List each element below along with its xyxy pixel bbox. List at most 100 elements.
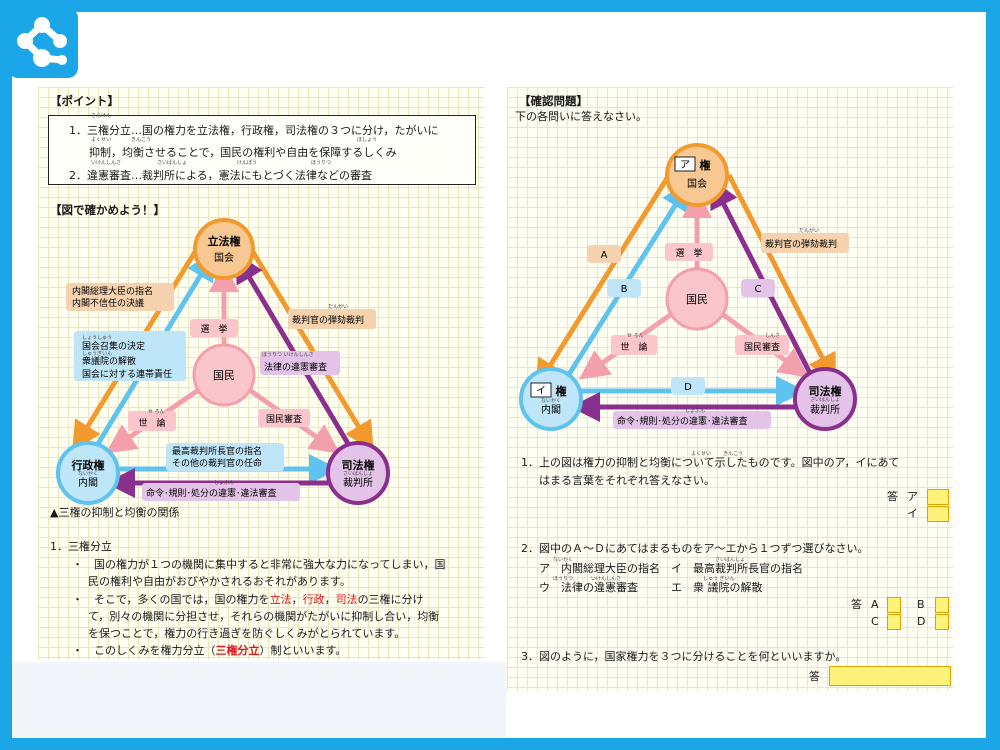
svg-text:イ: イ [536,386,546,397]
ruby: ほうりつ [553,576,574,582]
quiz-instruction: 下の各問いに答えなさい。 [515,110,647,123]
term-legislative: 立法 [269,593,292,606]
term-judicial: 司法 [335,593,358,606]
ruby: ほしょう [357,137,378,143]
svg-text:しょうしゅう: しょうしゅう [82,335,112,341]
svg-text:裁判所: 裁判所 [343,476,373,489]
ruby: さいばんしょ [715,557,746,563]
svg-text:裁判官の弾劾裁判: 裁判官の弾劾裁判 [765,238,837,250]
svg-text:ないかく: ないかく [541,397,561,404]
q1-answer-b-label: イ [907,507,918,520]
svg-text:権: 権 [700,158,711,172]
svg-text:世 論: 世 論 [620,341,647,353]
svg-text:しょぶん: しょぶん [214,480,234,486]
figure-title: 【図で確かめよう！】 [50,203,165,217]
ruby: いけんしんさ [591,576,622,582]
section1-line: ・ そこで，多くの国では，国の権力を立法，行政，司法の三権に分け [72,593,424,606]
svg-text:選 挙: 選 挙 [200,323,227,335]
ruby: けんぽう [237,160,258,166]
quiz-diagram: ア 権 国会 イ 権 ないかく 内閣 司法権 さいばんしょ 裁判所 国民 A B… [519,143,857,431]
svg-text:国会召集の決定: 国会召集の決定 [82,340,145,352]
quiz-label-orders-review [613,411,771,429]
quiz-label-a [587,245,621,263]
svg-text:さいばんしょ: さいばんしょ [810,396,840,403]
q1-answer-a-label: ア [907,490,918,503]
svg-text:ないかく: ないかく [78,470,98,477]
svg-text:国民審査: 国民審査 [266,413,302,425]
svg-text:行政権: 行政権 [71,458,105,472]
section1-line: ・ 国の権力が１つの機関に集中すると非常に強大な力になってしまい，国 [72,558,446,571]
svg-text:国民: 国民 [686,293,708,306]
node-people [192,343,256,407]
svg-text:司法権: 司法権 [809,384,842,398]
node-diet [193,218,255,280]
quiz-label-impeach [761,233,849,253]
ruby: よくせい [91,137,112,143]
ruby: ないかく [553,557,574,563]
quiz-label-b [607,279,641,297]
q1-answer-label: 答 [887,490,898,503]
label-cabinet-appoint [66,283,174,311]
q1-answer-a-input[interactable] [927,489,949,505]
q2-answer-a-input[interactable] [887,597,901,613]
svg-text:その他の裁判官の任命: その他の裁判官の任命 [172,457,262,469]
label-national-review [258,409,310,427]
svg-text:命令･規則･処分の違憲･違法審査: 命令･規則･処分の違憲･違法審査 [146,487,277,499]
svg-text:内閣総理大臣の指名: 内閣総理大臣の指名 [72,285,153,297]
q1-answer-b-input[interactable] [927,506,949,522]
logo-icon [8,8,78,78]
right-page: 【確認問題】 下の各問いに答えなさい。 ア 権 国会 イ 権 ないかく 内閣 司… [507,87,953,691]
ruby: ほうりつ [311,160,332,166]
svg-text:選 挙: 選 挙 [675,247,702,259]
svg-text:さいばんしょ: さいばんしょ [343,470,373,477]
point-line-2: 抑制，均衡させることで，国民の権利や自由を保障するしくみ [89,146,397,159]
q3-answer-input[interactable] [829,666,951,686]
label-chief-justice [166,443,284,471]
label-opinion [128,411,176,431]
svg-text:C: C [755,284,762,295]
section1-title: 1．三権分立 [50,540,112,553]
q2-answer-d-label: D [917,615,926,628]
svg-text:しゅうぎいん: しゅうぎいん [82,350,112,357]
q2-choices-line: ウ 法律の違憲審査 エ 衆 議院の解散 [539,581,763,594]
q2-choices-line: ア 内閣総理大臣の指名 イ 最高裁判所長官の指名 [539,562,803,575]
arrow-diet-to-court [247,245,374,452]
node-cabinet [56,441,120,505]
label-election [190,319,238,337]
svg-text:しんさ: しんさ [765,332,780,339]
quiz-node-top [665,143,729,207]
q2-answer-d-input[interactable] [935,614,949,630]
quiz-label-election [665,243,713,261]
quiz-label-opinion [611,335,657,355]
point-title: 【ポイント】 [50,94,119,108]
node-court [326,441,390,505]
section1-line: て，別々の機関に分担させ，それらの機関がたがいに抑制し合い，均衡 [88,610,440,623]
svg-text:命令･規則･処分の違憲･違法審査: 命令･規則･処分の違憲･違法審査 [617,415,748,427]
point-line-1: 1．三権分立…国の権力を立法権，行政権，司法権の３つに分け，たがいに [69,124,439,137]
svg-text:国会: 国会 [687,177,707,190]
q2-answer-c-input[interactable] [887,614,901,630]
svg-text:最高裁判所長官の指名: 最高裁判所長官の指名 [172,445,262,457]
q3-answer-label: 答 [809,670,820,683]
svg-text:法律の違憲審査: 法律の違憲審査 [264,361,327,373]
svg-text:裁判所: 裁判所 [810,403,840,416]
point-box: さんけん 1．三権分立…国の権力を立法権，行政権，司法権の３つに分け，たがいに … [48,113,476,185]
svg-text:権: 権 [556,384,567,398]
svg-text:国民: 国民 [213,369,235,382]
q2-line: 2．図中のＡ～Ｄにあてはまるものをア～エから１つずつ選びなさい。 [521,542,869,555]
svg-text:内閣: 内閣 [78,476,98,489]
q2-answer-b-input[interactable] [935,597,949,613]
section1-line: を保つことで，権力の行き過ぎを防ぐしくみがとられています。 [88,627,406,640]
svg-text:内閣不信任の決議: 内閣不信任の決議 [72,297,144,309]
svg-text:司法権: 司法権 [342,458,375,472]
svg-text:裁判官の弾劾裁判: 裁判官の弾劾裁判 [292,314,364,326]
svg-text:内閣: 内閣 [541,403,561,416]
svg-text:せ ろん: せ ろん [627,333,644,339]
quiz-label-d [671,377,705,395]
svg-text:国会に対する連帯責任: 国会に対する連帯責任 [82,368,172,380]
svg-text:国民審査: 国民審査 [744,341,780,353]
label-review [260,351,340,375]
svg-text:世 論: 世 論 [138,417,165,429]
checks-balances-diagram: 立法権 国会 行政権 ないかく 内閣 司法権 さいばんしょ 裁判所 国民 内閣総… [56,218,390,505]
quiz-label-national-review [735,335,789,355]
